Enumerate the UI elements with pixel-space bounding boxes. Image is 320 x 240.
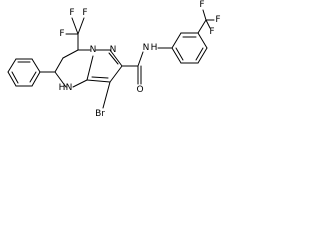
atom-f-top-left: F	[69, 8, 74, 18]
bond-cf3-f-top-left	[71, 17, 79, 35]
bond-c3-br	[102, 81, 111, 109]
atom-f-right-bottom: F	[209, 27, 214, 37]
bond-cf3-f-top	[202, 9, 207, 21]
atom-f-right-top: F	[199, 0, 204, 10]
pyrimidine-ring	[54, 49, 91, 88]
bond-cf3-f-top-right	[77, 17, 85, 35]
atom-n-pyrazole-2: N	[110, 45, 117, 55]
atom-f-left: F	[59, 29, 64, 39]
atom-o-carbonyl: O	[136, 85, 143, 95]
atom-h-amide: H	[151, 43, 158, 53]
atom-n-amide: N	[143, 43, 150, 53]
bond-carbonyl-nh	[137, 51, 144, 67]
pyrazole-ring	[86, 49, 123, 83]
atom-n-ring-h: N	[66, 83, 73, 93]
chemical-structure-diagram: F F F N N N H Br N H O F F F	[7, 0, 221, 119]
atom-br: Br	[95, 109, 105, 119]
aryl-ring	[171, 32, 208, 64]
atom-n-pyrazole-1: N	[90, 45, 97, 55]
bond-aryl-cf3	[197, 19, 207, 34]
atom-h-ring: H	[59, 83, 66, 93]
bond-cf3-f-bottom	[205, 19, 211, 29]
phenyl-ring	[7, 58, 41, 87]
atom-f-right-right: F	[215, 15, 220, 25]
atom-f-top-right: F	[82, 8, 87, 18]
